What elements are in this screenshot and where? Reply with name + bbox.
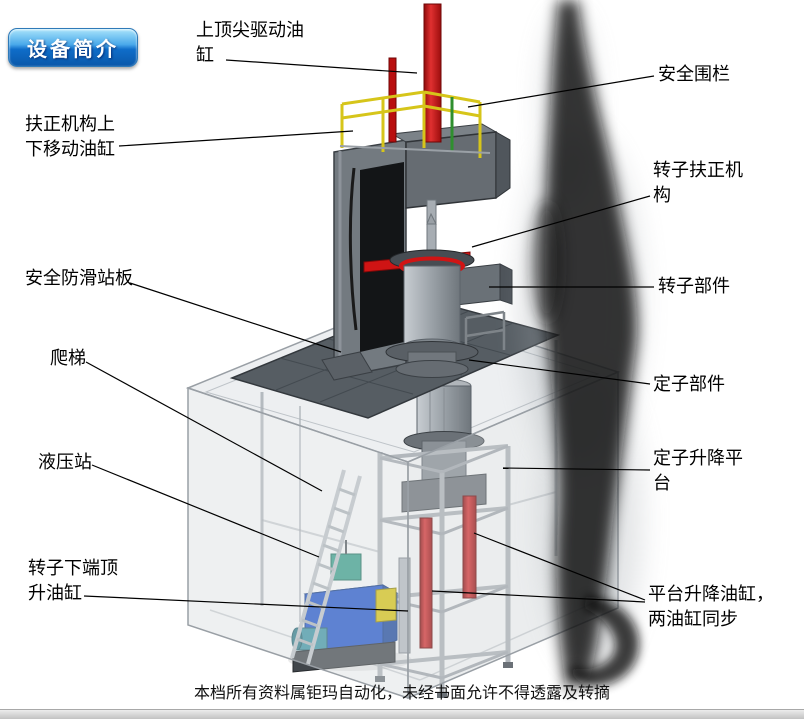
confidential-notice: 本档所有资料属钜玛自动化，未经书面允许不得透露及转摘 bbox=[193, 685, 610, 702]
title-badge: 设备简介 bbox=[8, 28, 138, 67]
label-ladder: 爬梯 bbox=[50, 348, 86, 368]
platform-lift-cylinder-left bbox=[419, 517, 433, 649]
platform-lift-cylinder-right bbox=[462, 495, 477, 599]
label-platform-lift-cyls: 平台升降油缸，两油缸同步 bbox=[648, 584, 774, 630]
rotor-assembly bbox=[385, 212, 479, 378]
label-antislip-plate: 安全防滑站板 bbox=[25, 268, 133, 288]
guide-rod bbox=[388, 57, 397, 143]
leader-lines bbox=[83, 59, 655, 612]
label-safety-fence: 安全围栏 bbox=[658, 64, 730, 84]
label-hydraulic-station: 液压站 bbox=[38, 452, 92, 472]
top-drive-cylinder-rod bbox=[423, 3, 442, 143]
label-rotor-centering: 转子扶正机构 bbox=[653, 160, 743, 206]
rotor-bottom-jack-cylinder bbox=[398, 557, 411, 654]
label-rotor-bottom-jack: 转子下端顶升油缸 bbox=[28, 558, 118, 604]
label-centering-updown-cyl: 扶正机构上下移动油缸 bbox=[25, 114, 115, 160]
label-top-drive-cylinder: 上顶尖驱动油缸 bbox=[196, 20, 304, 66]
safety-fence-rails bbox=[339, 90, 491, 158]
hydraulic-station-unit bbox=[291, 540, 399, 673]
access-ladder bbox=[290, 469, 362, 665]
stator-lifting-frame bbox=[375, 444, 513, 698]
label-stator-lift-platform: 定子升降平台 bbox=[653, 448, 743, 494]
press-column bbox=[321, 139, 407, 381]
slide-bottom-edge bbox=[0, 709, 804, 719]
ink-smudge bbox=[520, 0, 642, 690]
spindle-shaft bbox=[426, 199, 437, 259]
label-rotor-part: 转子部件 bbox=[658, 276, 730, 296]
hose bbox=[348, 167, 358, 331]
title-badge-label: 设备简介 bbox=[27, 39, 119, 61]
label-stator-part: 定子部件 bbox=[653, 374, 725, 394]
